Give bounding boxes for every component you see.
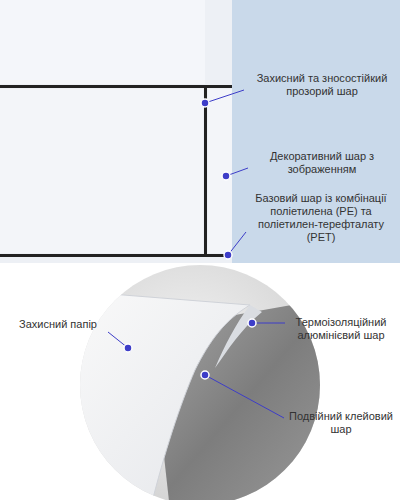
paper-curl — [215, 305, 262, 368]
grout-line — [0, 85, 232, 88]
callout-dot — [248, 319, 256, 327]
leader-line — [252, 323, 285, 324]
callout-dot — [224, 251, 232, 259]
callout-dot — [201, 99, 209, 107]
callout-label: Захисний папір — [8, 318, 108, 331]
leader-line — [205, 375, 284, 418]
leader-line — [205, 90, 244, 103]
callout-dot — [124, 344, 132, 352]
tile-face — [208, 89, 232, 253]
callout-label: Базовий шар із комбінації поліетилена (P… — [250, 192, 392, 244]
callout-dot — [222, 172, 230, 180]
tile-surface — [0, 0, 400, 263]
callout-label: Декоративний шар з зображенням — [248, 150, 396, 176]
transparent-layer-panel — [232, 0, 400, 263]
grout-line — [204, 86, 207, 256]
tile-face — [0, 89, 203, 253]
grout-line — [0, 254, 232, 257]
tile-face — [0, 0, 205, 84]
callout-label: Подвійний клейовий шар — [286, 410, 396, 436]
callout-label: Захисний та зносостійкий прозорий шар — [248, 72, 396, 98]
callout-dot — [201, 371, 209, 379]
callout-label: Термоізоляційний алюмінієвий шар — [286, 316, 396, 342]
